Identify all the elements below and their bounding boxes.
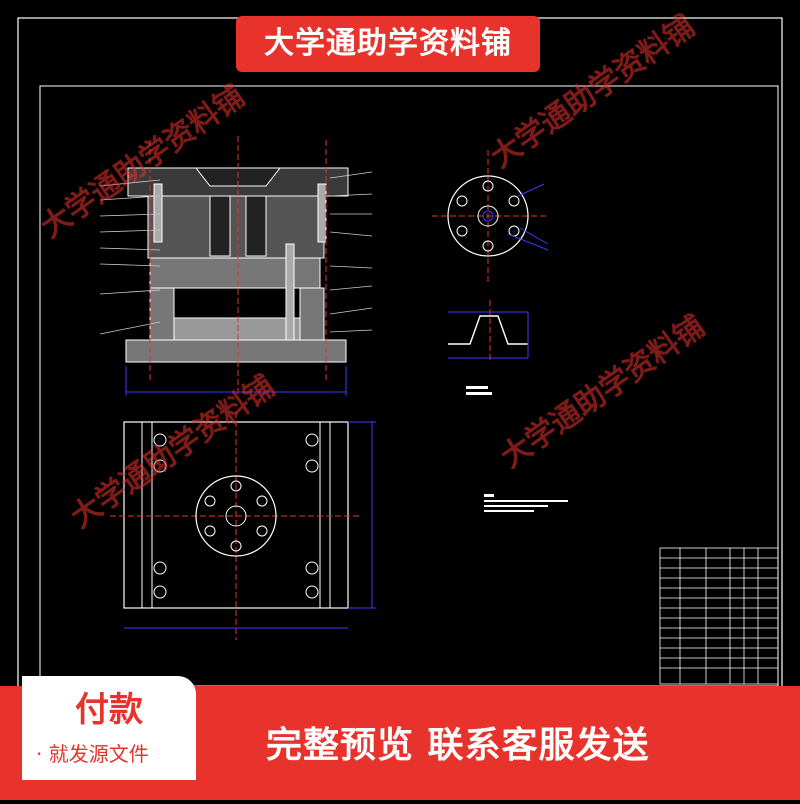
shop-name-banner: 大学通助学资料铺	[236, 16, 540, 72]
profile-view	[448, 300, 529, 395]
pay-title: 付款	[75, 690, 143, 730]
mold-section-view	[125, 167, 349, 363]
pay-card: 付款 · 就发源文件	[22, 676, 196, 780]
mold-plan-view	[110, 412, 376, 640]
center-lines-section	[149, 136, 327, 396]
flange-view	[432, 150, 549, 284]
pay-subtitle: · 就发源文件	[36, 742, 149, 766]
dimension-lines-section	[125, 366, 347, 396]
technical-notes	[484, 494, 568, 512]
parts-list-table	[659, 547, 779, 685]
footer-message: 完整预览 联系客服发送	[266, 725, 650, 766]
